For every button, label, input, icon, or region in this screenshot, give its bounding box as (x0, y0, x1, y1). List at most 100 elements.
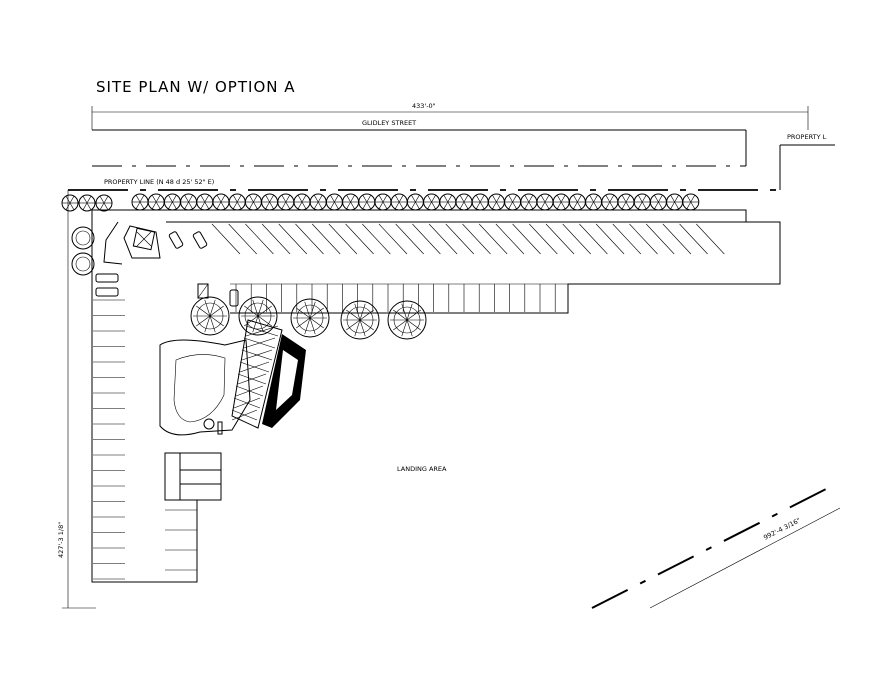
tree-icon (649, 193, 667, 211)
stall-line (445, 223, 475, 255)
left-parking-stalls (93, 299, 197, 580)
tree-icon (504, 193, 522, 211)
tree-icon (131, 193, 149, 211)
property-line-label: PROPERTY LINE (N 48 d 25' 52" E) (104, 178, 214, 186)
tree-icon (212, 193, 230, 211)
tree-icon (277, 193, 295, 211)
tree-icon (617, 193, 635, 211)
tree-icon (666, 193, 684, 211)
tree-icon (455, 193, 473, 211)
vertical-parking-stalls (230, 283, 568, 312)
left-dimension: 427'-3 1/8" (57, 190, 96, 609)
tree-icon (244, 193, 262, 211)
tree-icon (196, 193, 214, 211)
tree-icon (374, 193, 392, 211)
tree-icon (163, 193, 181, 211)
tree-icon (325, 193, 343, 211)
tree-icon (601, 193, 619, 211)
parked-cars (95, 231, 239, 307)
stall-line (278, 223, 308, 255)
tree-icon (552, 193, 570, 211)
roof-hatch-line (243, 337, 276, 349)
top-dimension: 433'-0" (91, 102, 809, 130)
stall-line (562, 223, 591, 255)
courtyard (159, 339, 251, 436)
stall-line (211, 223, 241, 255)
large-tree-icon (290, 298, 330, 338)
stall-line (478, 223, 508, 255)
tree-icon (471, 193, 489, 211)
stall-line (261, 223, 291, 255)
roof-hatch-line (239, 361, 270, 373)
large-tree-icon (238, 296, 278, 336)
stall-line (645, 223, 675, 255)
stall-line (311, 223, 341, 255)
left-dimension-label: 427'-3 1/8" (57, 522, 65, 558)
stall-line (328, 223, 358, 255)
property-line-right-label: PROPERTY L (787, 133, 827, 141)
tree-icon (423, 193, 441, 211)
stall-line (696, 223, 725, 255)
stall-line (362, 223, 391, 255)
stall-line (378, 223, 408, 255)
tree-row (61, 193, 700, 212)
tree-icon (309, 193, 327, 211)
large-trees (190, 296, 427, 340)
building-footprint (231, 319, 306, 429)
property-line: PROPERTY LINE (N 48 d 25' 52" E) PROPERT… (68, 133, 835, 191)
tree-icon (261, 193, 279, 211)
diagonal-property-line: 992'-4 3/16" (591, 485, 841, 609)
stall-line (662, 223, 692, 255)
diagonal-parking-stalls (211, 223, 725, 255)
roof-hatch-line (237, 373, 267, 385)
roof-hatch-line (245, 325, 279, 337)
street: GLIDLEY STREET (92, 119, 747, 167)
large-tree-icon (190, 296, 230, 336)
roof-hatch-line (231, 409, 258, 421)
stall-line (545, 223, 575, 255)
tree-icon (406, 193, 424, 211)
stall-line (495, 223, 525, 255)
stall-line (612, 223, 642, 255)
top-dimension-label: 433'-0" (412, 102, 436, 110)
stall-line (295, 223, 324, 255)
plan-title: SITE PLAN W/ OPTION A (96, 78, 296, 96)
stall-line (579, 223, 608, 255)
landing-area-label: LANDING AREA (397, 465, 447, 473)
stall-line (245, 223, 274, 255)
stall-line (345, 223, 374, 255)
tree-icon (95, 194, 113, 212)
tree-icon (61, 194, 79, 212)
tree-icon (585, 193, 603, 211)
entry-structure (103, 221, 161, 265)
stall-line (595, 223, 625, 255)
lower-parking-block (164, 452, 222, 501)
large-tree-icon (340, 300, 380, 340)
stall-line (428, 223, 458, 255)
stall-line (679, 223, 708, 255)
parking-lot-outline (91, 209, 781, 583)
tree-icon (520, 193, 538, 211)
street-label: GLIDLEY STREET (362, 119, 416, 127)
tree-icon (390, 193, 408, 211)
stall-line (228, 223, 257, 255)
tree-icon (342, 193, 360, 211)
tree-icon (78, 194, 96, 212)
stall-line (529, 223, 558, 255)
stall-line (512, 223, 541, 255)
stall-line (395, 223, 424, 255)
tree-icon (536, 193, 554, 211)
corner-trees (71, 226, 95, 276)
large-tree-icon (387, 300, 427, 340)
tree-icon (568, 193, 586, 211)
diagonal-dimension-label: 992'-4 3/16" (762, 516, 802, 541)
shed (197, 283, 209, 299)
tree-icon (487, 193, 505, 211)
tree-icon (293, 193, 311, 211)
tree-icon (682, 193, 700, 211)
tree-icon (228, 193, 246, 211)
roof-hatch-line (233, 397, 261, 409)
stall-line (629, 223, 658, 255)
stall-line (412, 223, 441, 255)
